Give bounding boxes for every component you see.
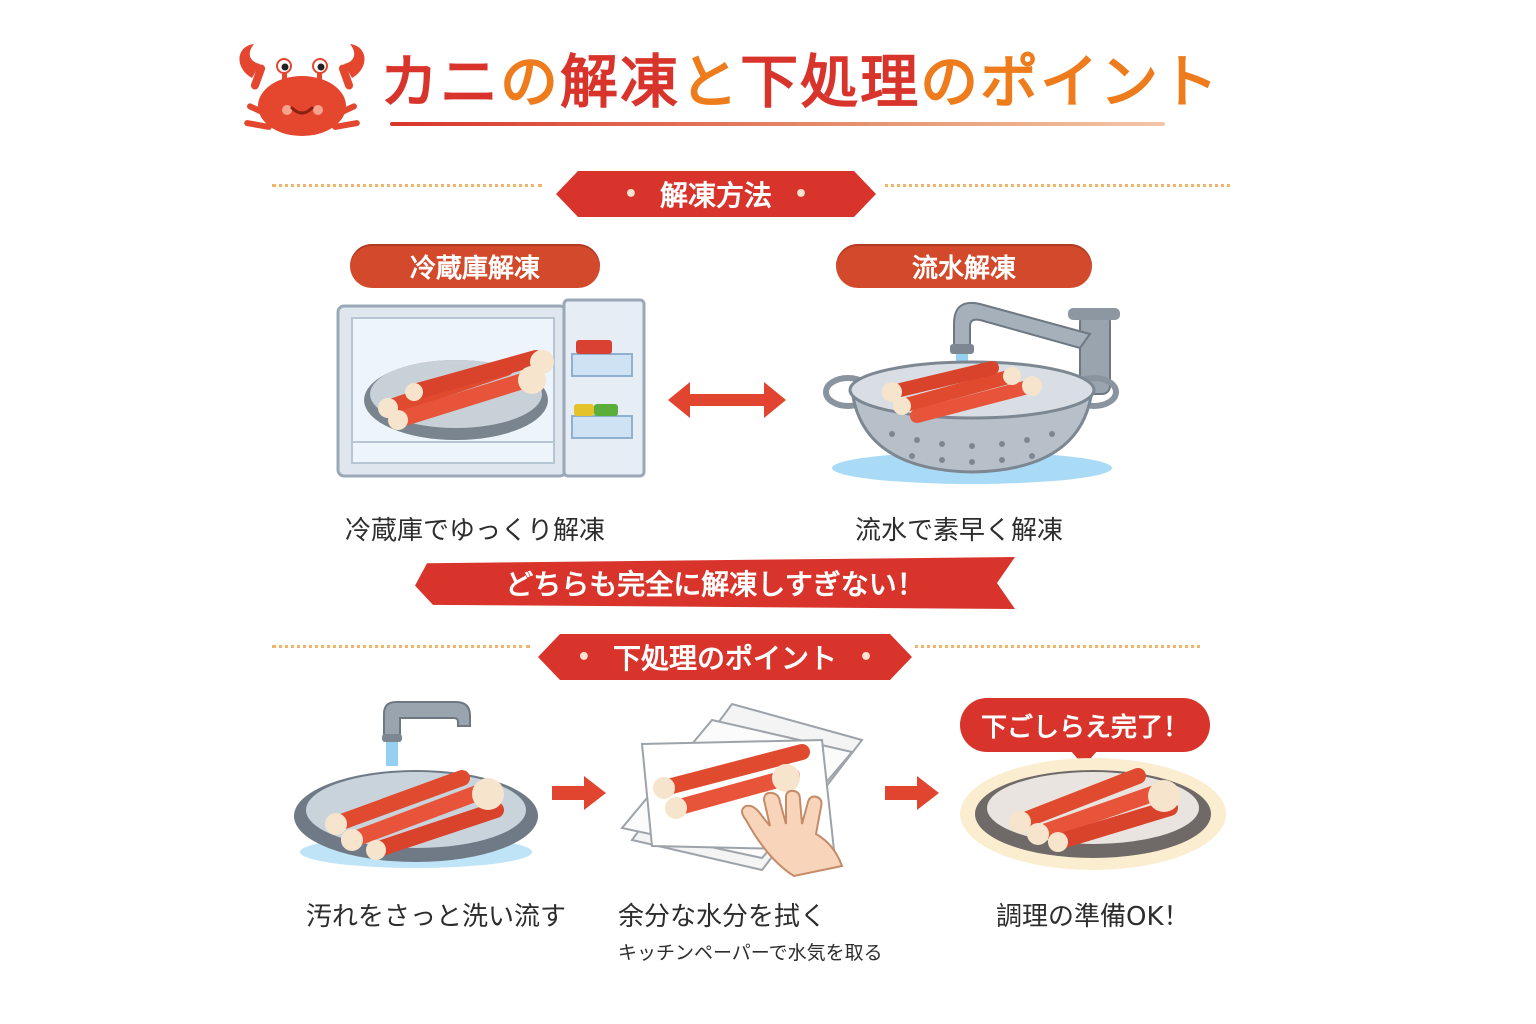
double-arrow-icon	[668, 382, 786, 418]
right-arrow-icon	[885, 776, 939, 810]
step-caption-ready: 調理の準備OK！	[996, 902, 1190, 932]
method-label-running-water: 流水解凍	[836, 244, 1092, 288]
divider-right-2	[915, 645, 1200, 648]
plate-icon	[960, 758, 1226, 870]
faucet-icon	[382, 701, 471, 766]
warning-banner: どちらも完全に解凍しすぎない！	[415, 557, 1015, 609]
speech-bubble: 下ごしらえ完了！	[960, 698, 1210, 766]
plate-icon	[294, 770, 538, 868]
title-underline	[390, 122, 1165, 126]
colander-icon	[823, 360, 1119, 484]
step-caption-wash: 汚れをさっと洗い流す	[306, 902, 567, 932]
method-caption-fridge: 冷蔵庫でゆっくり解凍	[345, 516, 606, 546]
page-title: カニの解凍と下処理のポイント	[380, 48, 1221, 116]
divider-left-2	[272, 645, 530, 648]
method-caption-running-water: 流水で素早く解凍	[855, 516, 1064, 546]
hand-icon	[741, 789, 844, 878]
method-label-fridge: 冷蔵庫解凍	[350, 244, 600, 288]
section-heading-thaw: •解凍方法•	[556, 171, 876, 217]
crab-icon	[239, 44, 365, 136]
divider-left	[272, 184, 542, 187]
divider-right	[885, 184, 1230, 187]
step-caption-wipe: 余分な水分を拭く	[618, 902, 827, 932]
section-heading-prep: •下処理のポイント•	[538, 634, 912, 680]
right-arrow-icon	[552, 776, 606, 810]
refrigerator-icon	[336, 298, 646, 478]
step-subcaption-wipe: キッチンペーパーで水気を取る	[618, 942, 883, 964]
